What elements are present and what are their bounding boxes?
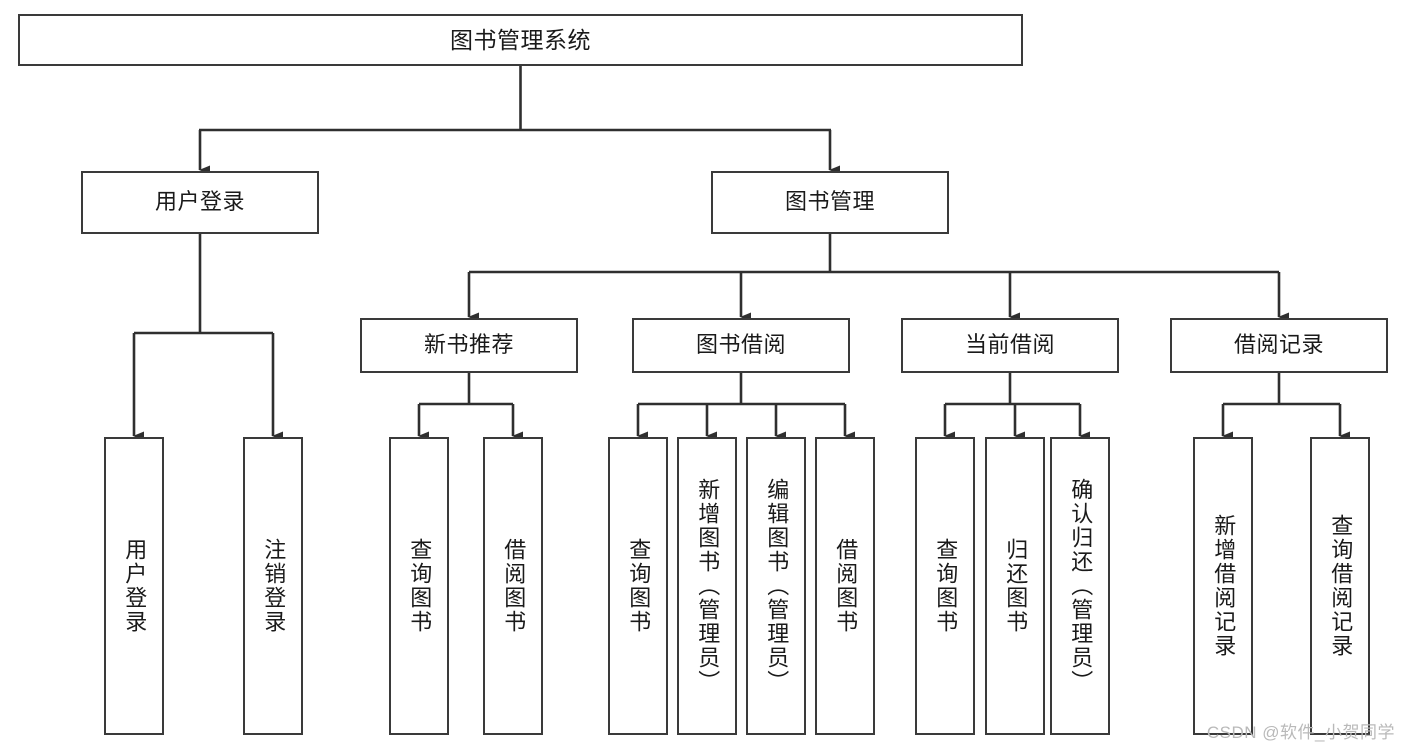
leaf-return-book-label: 归还图书 <box>1003 538 1029 634</box>
node-new-book-recommend[interactable]: 新书推荐 <box>360 318 578 373</box>
leaf-add-book[interactable]: 新增图书（管理员） <box>677 437 737 735</box>
node-book-manage[interactable]: 图书管理 <box>711 171 949 234</box>
node-new-book-recommend-label: 新书推荐 <box>423 332 514 358</box>
node-current-borrow[interactable]: 当前借阅 <box>901 318 1119 373</box>
leaf-query-book-3[interactable]: 查询图书 <box>915 437 975 735</box>
node-borrow-record-label: 借阅记录 <box>1233 332 1324 358</box>
leaf-query-borrow-record-label: 查询借阅记录 <box>1328 514 1354 658</box>
node-user-login[interactable]: 用户登录 <box>81 171 319 234</box>
leaf-edit-book-label: 编辑图书（管理员） <box>764 478 790 694</box>
node-root-label: 图书管理系统 <box>450 26 591 53</box>
leaf-borrow-book-1[interactable]: 借阅图书 <box>483 437 543 735</box>
node-book-manage-label: 图书管理 <box>784 189 875 215</box>
node-user-login-label: 用户登录 <box>154 189 245 215</box>
leaf-borrow-book-2-label: 借阅图书 <box>833 538 859 634</box>
node-book-borrow[interactable]: 图书借阅 <box>632 318 850 373</box>
leaf-query-borrow-record[interactable]: 查询借阅记录 <box>1310 437 1370 735</box>
watermark: CSDN @软件_小贺同学 <box>1206 723 1395 742</box>
leaf-edit-book[interactable]: 编辑图书（管理员） <box>746 437 806 735</box>
node-current-borrow-label: 当前借阅 <box>964 332 1055 358</box>
leaf-query-book-2-label: 查询图书 <box>626 538 652 634</box>
leaf-query-book-1-label: 查询图书 <box>407 538 433 634</box>
leaf-add-borrow-record-label: 新增借阅记录 <box>1211 514 1237 658</box>
leaf-query-book-2[interactable]: 查询图书 <box>608 437 668 735</box>
leaf-user-login-label: 用户登录 <box>122 538 148 634</box>
node-root[interactable]: 图书管理系统 <box>18 14 1023 66</box>
leaf-borrow-book-1-label: 借阅图书 <box>501 538 527 634</box>
leaf-borrow-book-2[interactable]: 借阅图书 <box>815 437 875 735</box>
leaf-confirm-return[interactable]: 确认归还（管理员） <box>1050 437 1110 735</box>
leaf-user-login[interactable]: 用户登录 <box>104 437 164 735</box>
leaf-logout-label: 注销登录 <box>261 538 287 634</box>
leaf-query-book-3-label: 查询图书 <box>933 538 959 634</box>
leaf-logout[interactable]: 注销登录 <box>243 437 303 735</box>
leaf-return-book[interactable]: 归还图书 <box>985 437 1045 735</box>
node-borrow-record[interactable]: 借阅记录 <box>1170 318 1388 373</box>
leaf-confirm-return-label: 确认归还（管理员） <box>1068 478 1094 694</box>
leaf-add-book-label: 新增图书（管理员） <box>695 478 721 694</box>
leaf-query-book-1[interactable]: 查询图书 <box>389 437 449 735</box>
leaf-add-borrow-record[interactable]: 新增借阅记录 <box>1193 437 1253 735</box>
node-book-borrow-label: 图书借阅 <box>695 332 786 358</box>
